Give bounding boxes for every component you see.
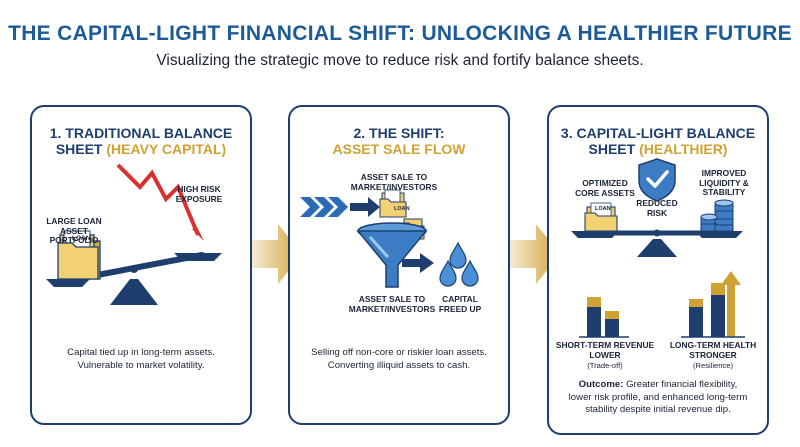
bar-chart-short-term <box>579 297 629 338</box>
bar-chart-long-term <box>681 271 745 338</box>
panel3-heading: 3. CAPITAL-LIGHT BALANCE SHEET (HEALTHIE… <box>560 125 756 157</box>
label-trade-off: (Trade-off) <box>587 361 623 370</box>
capital-droplets-icon <box>439 241 479 287</box>
asset-flow-illustration <box>300 189 479 288</box>
shield-check-icon <box>638 158 676 202</box>
transition-arrow-2 <box>496 224 560 284</box>
panel-traditional-balance-sheet: 1. TRADITIONAL BALANCE SHEET (HEAVY CAPI… <box>30 105 252 425</box>
panel-asset-sale-flow: 2. THE SHIFT: ASSET SALE FLOW <box>288 105 510 425</box>
folder-label: LOAN <box>595 206 611 212</box>
panel-capital-light-balance-sheet: 3. CAPITAL-LIGHT BALANCE SHEET (HEALTHIE… <box>547 105 769 435</box>
transition-arrow-1 <box>238 224 302 284</box>
coin-stack-icon <box>700 199 734 232</box>
page-title: THE CAPITAL-LIGHT FINANCIAL SHIFT: UNLOC… <box>8 22 792 45</box>
outcome-text: Outcome: Greater financial flexibility, … <box>568 379 748 415</box>
funnel-icon <box>356 222 428 288</box>
panel2-heading: 2. THE SHIFT: ASSET SALE FLOW <box>332 125 466 157</box>
folder-label: LOAN <box>394 206 410 212</box>
label-resilience: (Resilience) <box>692 361 734 370</box>
scale-illustration-healthy <box>571 158 745 338</box>
loan-folder-icon <box>57 230 101 280</box>
loan-folder-icon <box>379 189 407 218</box>
panel1-heading: 1. TRADITIONAL BALANCE SHEET (HEAVY CAPI… <box>49 125 233 157</box>
scale-illustration-heavy <box>46 163 222 305</box>
chevron-arrows-icon <box>300 197 348 217</box>
panel1-caption: Capital tied up in long-term assets.Vuln… <box>67 347 215 371</box>
loan-folder-icon <box>584 202 618 232</box>
page-subtitle: Visualizing the strategic move to reduce… <box>156 52 644 69</box>
panel2-caption: Selling off non-core or riskier loan ass… <box>311 347 487 371</box>
folder-label: LOAN <box>72 235 91 242</box>
risk-line <box>116 163 200 236</box>
